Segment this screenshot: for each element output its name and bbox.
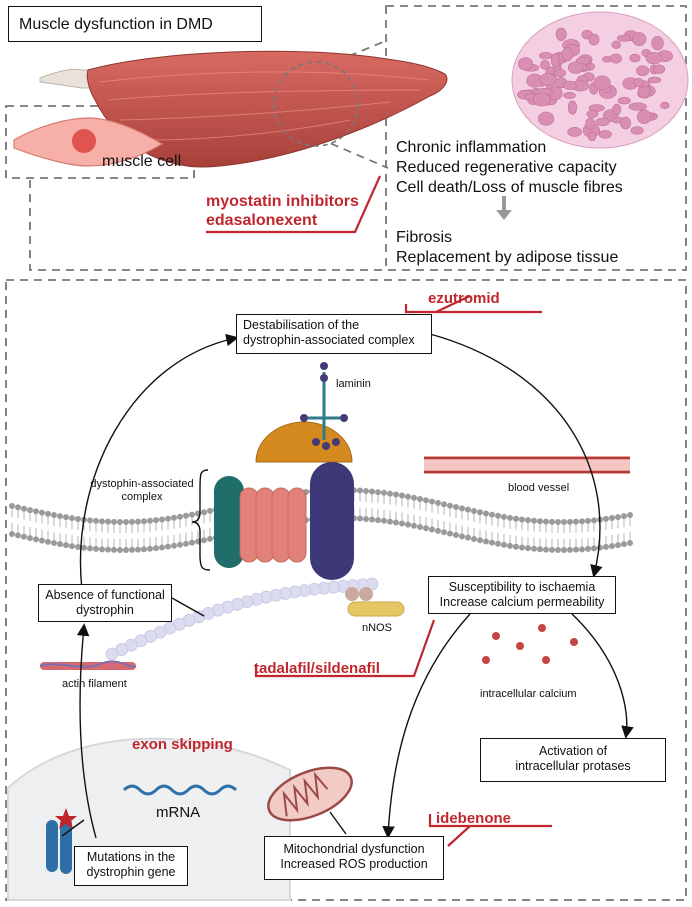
- protease-line-1: Activation of: [538, 744, 608, 758]
- dystrophin-beads: [105, 577, 379, 661]
- intracellular-calcium-label: intracellular calcium: [480, 688, 577, 700]
- drug-ezutromid: ezutromid: [428, 290, 500, 307]
- absence-line-1: Absence of functional: [45, 588, 165, 602]
- tissue-section-illustration: [511, 11, 689, 149]
- absence-line-2: dystrophin: [76, 603, 134, 617]
- complex-label-line-1: dystophin-associated: [90, 478, 194, 490]
- ischaemia-line-2: Increase calcium permeability: [439, 595, 605, 609]
- nnos-label: nNOS: [362, 622, 392, 634]
- destabilisation-line-2: dystrophin-associated complex: [243, 333, 415, 347]
- complex-label-line-2: complex: [121, 491, 163, 504]
- muscle-cell-illustration: [13, 117, 164, 167]
- muscle-connector: [29, 180, 386, 271]
- tissue-panel-border: [385, 5, 687, 271]
- drug-idebenone: idebenone: [436, 810, 512, 827]
- myostatin-bracket: [206, 175, 382, 234]
- effect-cell-death: Cell death/Loss of muscle fibres: [396, 179, 623, 196]
- teal-protein: [214, 476, 244, 568]
- mrna-wave: [122, 784, 238, 796]
- effect-regenerative: Reduced regenerative capacity: [396, 159, 617, 176]
- actin-filament: [39, 660, 137, 670]
- arrows: [61, 333, 634, 839]
- blood-vessel-label: blood vessel: [508, 482, 570, 494]
- protease-line-2: intracellular protases: [515, 759, 631, 773]
- complex-label: dystophin-associated complex: [80, 478, 204, 505]
- gray-down-arrow: [496, 196, 512, 220]
- muscle-illustration: [39, 50, 448, 168]
- mutation-line-1: Mutations in the: [86, 850, 176, 864]
- muscle-cell-label: muscle cell: [102, 153, 182, 170]
- outcome-fibrosis: Fibrosis: [396, 229, 453, 246]
- absence-dystrophin-box: Absence of functional dystrophin: [38, 584, 172, 622]
- idebenone-bracket: [428, 814, 552, 828]
- actin-label: actin filament: [62, 678, 127, 690]
- orange-protein: [255, 421, 353, 463]
- mitochondrial-box: Mitochondrial dysfunction Increased ROS …: [264, 836, 444, 880]
- effect-inflammation: Chronic inflammation: [396, 139, 547, 156]
- mutation-line-2: dystrophin gene: [86, 865, 176, 879]
- mutation-box: Mutations in the dystrophin gene: [74, 846, 188, 886]
- protease-box: Activation of intracellular protases: [480, 738, 666, 782]
- drug-exon-skipping: exon skipping: [132, 736, 233, 753]
- ischaemia-box: Susceptibility to ischaemia Increase cal…: [428, 576, 616, 614]
- tadalafil-bracket: [254, 619, 436, 678]
- mito-line-2: Increased ROS production: [280, 857, 428, 871]
- chromosome: [46, 808, 77, 874]
- drug-edasalonexent: edasalonexent: [206, 212, 318, 229]
- mito-line-1: Mitochondrial dysfunction: [283, 842, 425, 856]
- drug-tadalafil: tadalafil/sildenafil: [254, 660, 380, 677]
- destabilisation-line-1: Destabilisation of the: [243, 318, 360, 332]
- blood-vessel: [424, 456, 630, 474]
- zoom-line-bottom: [317, 137, 389, 169]
- mrna-label: mRNA: [156, 804, 201, 821]
- purple-protein: [310, 462, 354, 580]
- outcome-adipose: Replacement by adipose tissue: [396, 249, 619, 266]
- drug-myostatin: myostatin inhibitors: [206, 193, 359, 210]
- dystrophin-complex-proteins: [105, 362, 405, 661]
- figure-title: Muscle dysfunction in DMD: [8, 6, 262, 42]
- calcium-dots: [482, 624, 578, 664]
- ischaemia-line-1: Susceptibility to ischaemia: [448, 580, 596, 594]
- laminin-label: laminin: [336, 378, 371, 390]
- mitochondrion: [267, 766, 353, 822]
- destabilisation-box: Destabilisation of the dystrophin-associ…: [236, 314, 432, 354]
- mechanism-panel-border: [5, 279, 687, 901]
- ezutromid-bracket: [404, 304, 542, 314]
